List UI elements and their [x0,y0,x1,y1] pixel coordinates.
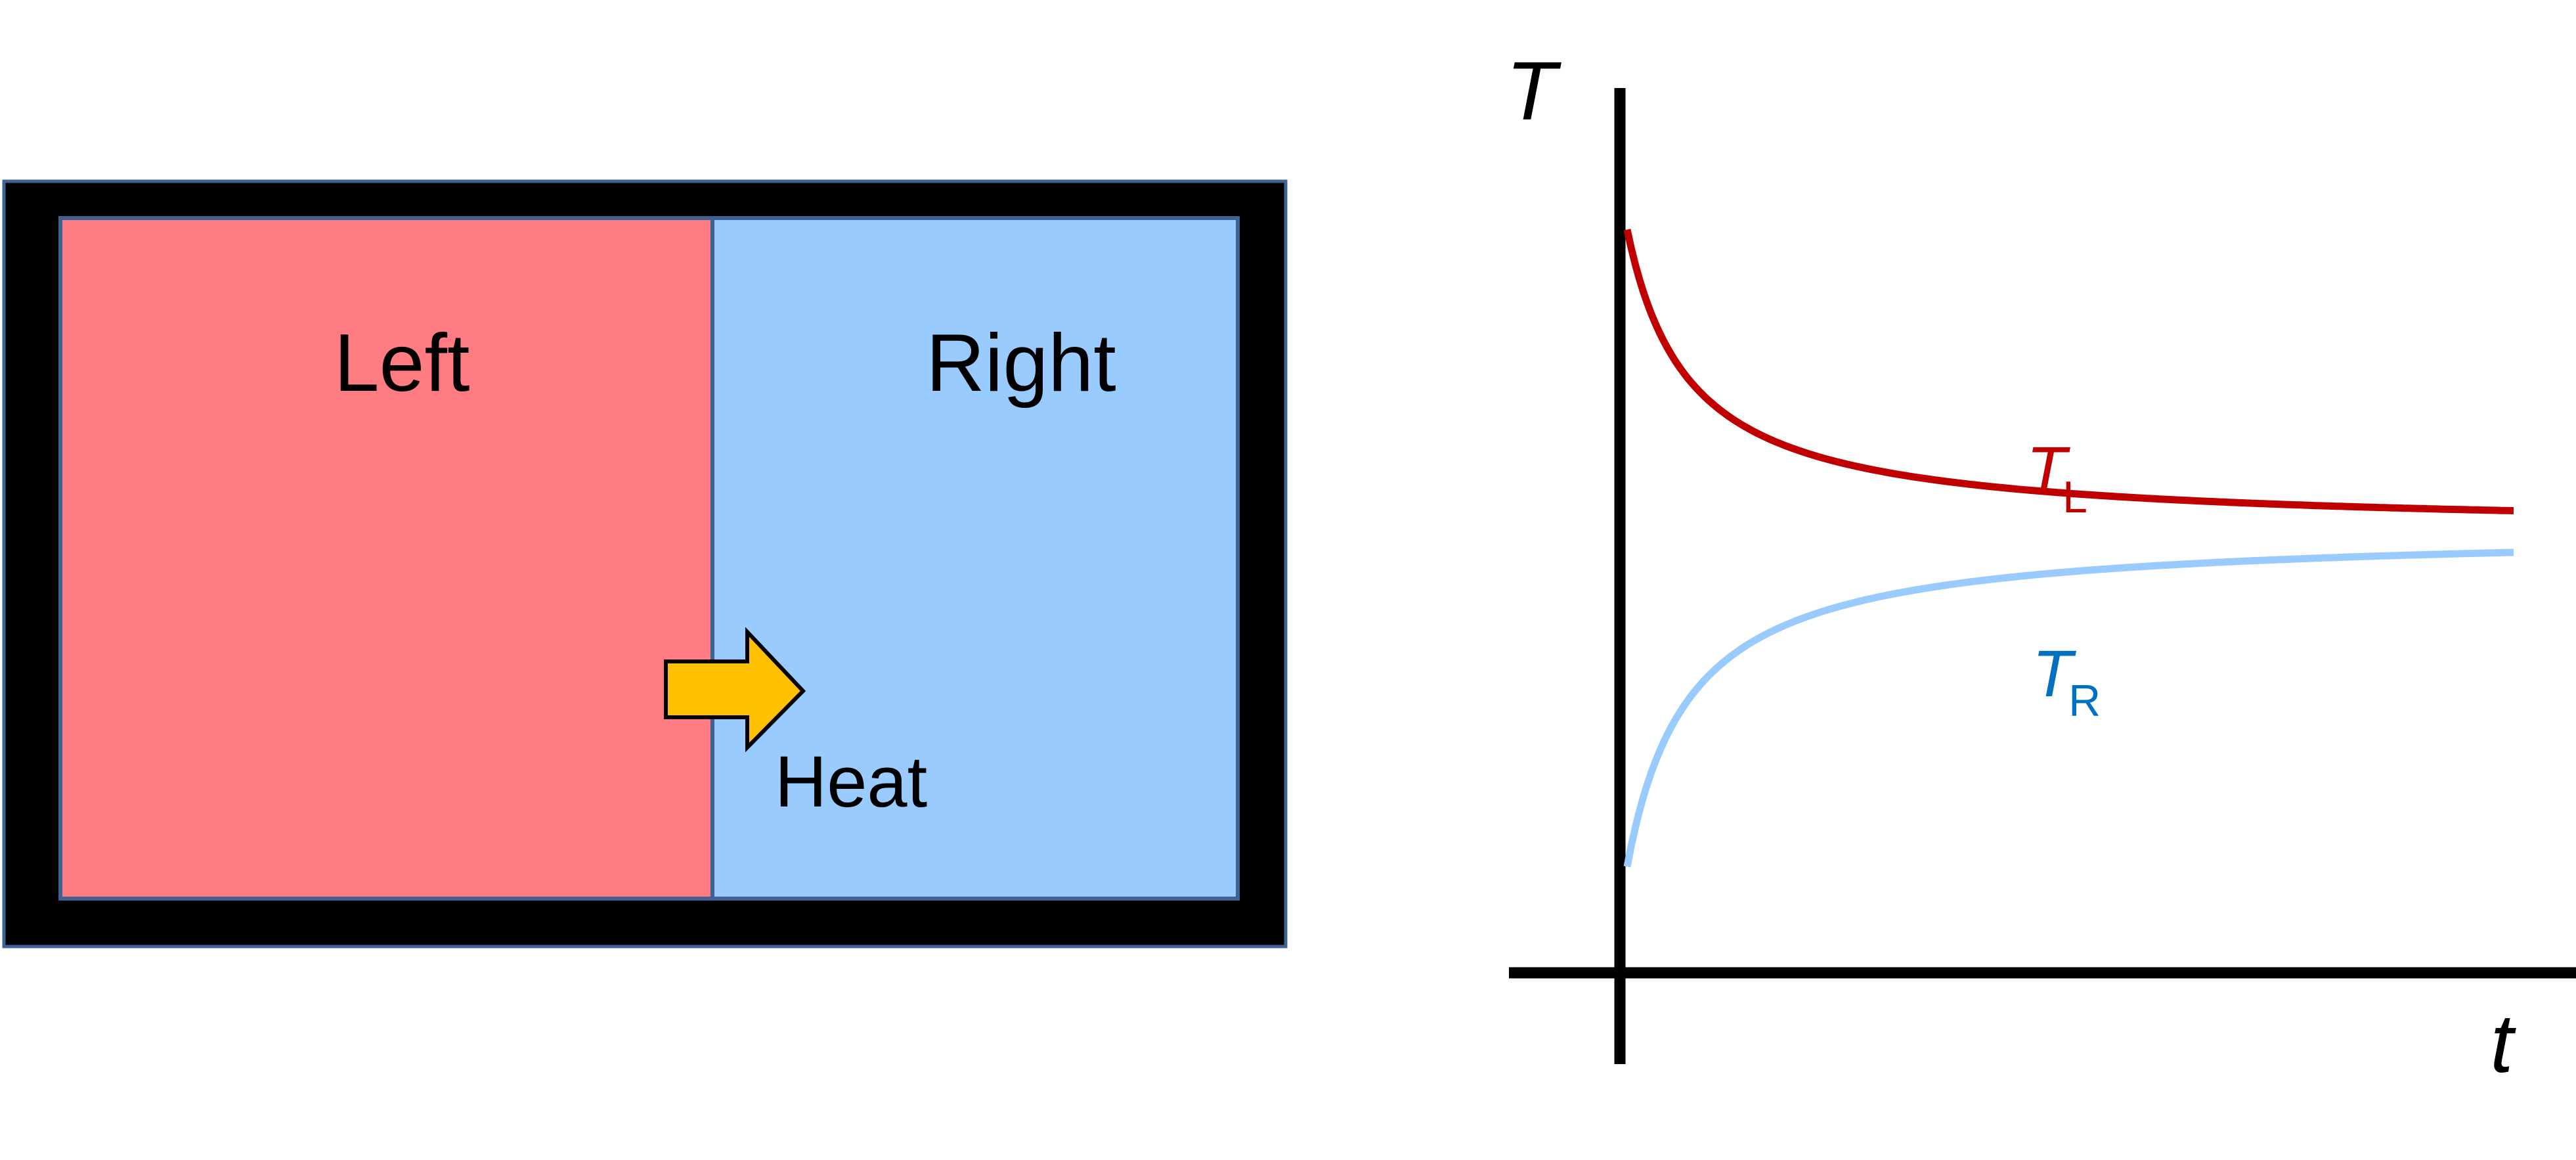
left-label: Left [334,318,470,409]
series-label-t-l-sub: L [2063,472,2087,522]
series-label-t-r-sub: R [2068,676,2101,726]
series-line-t-r [1623,548,2514,868]
container-diagram: Left Right Heat [2,179,1288,948]
series-label-t-l: TL [2026,434,2087,522]
y-axis-label: T [1506,45,1562,137]
series-line-t-l [1623,229,2514,514]
series-label-t-l-main: T [2026,434,2070,507]
series-label-t-r: TR [2032,637,2101,726]
heat-arrow-icon [664,627,806,753]
right-label: Right [926,318,1116,409]
x-axis-label: t [2490,997,2516,1090]
right-compartment [710,216,1240,901]
heat-label: Heat [775,742,927,822]
series-label-t-r-main: T [2032,637,2076,711]
temperature-chart: T t TL TR [1506,45,2576,1090]
left-compartment [58,216,714,901]
